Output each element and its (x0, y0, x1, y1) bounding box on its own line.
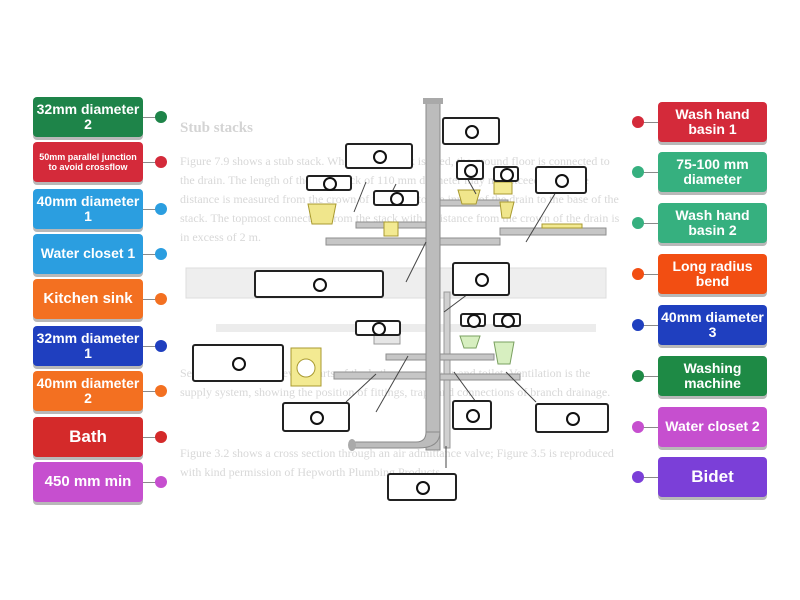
drop-box-ring-icon (373, 150, 387, 164)
drop-box-6[interactable] (306, 175, 352, 191)
drop-box-ring-icon (323, 177, 337, 191)
connector-line (143, 391, 161, 392)
drop-box-3[interactable] (456, 160, 484, 180)
drop-box-13[interactable] (192, 344, 284, 382)
drop-box-ring-icon (310, 411, 324, 425)
drop-box-ring-icon (313, 278, 327, 292)
drop-box-2[interactable] (345, 143, 413, 169)
label-chip-bidet[interactable]: Bidet (658, 457, 767, 497)
connector-dot[interactable] (632, 268, 644, 280)
connector-line (638, 223, 658, 224)
label-chip-wash-hand-basin-1[interactable]: Wash hand basin 1 (658, 102, 767, 142)
connector-dot[interactable] (632, 471, 644, 483)
connector-line (143, 117, 161, 118)
drop-box-ring-icon (500, 168, 514, 182)
connector-line (638, 477, 658, 478)
drop-box-ring-icon (390, 192, 404, 206)
label-chip-long-radius-bend[interactable]: Long radius bend (658, 254, 767, 294)
connector-dot[interactable] (632, 116, 644, 128)
label-chip-40mm-diameter-3[interactable]: 40mm diameter 3 (658, 305, 767, 345)
connector-dot[interactable] (155, 431, 167, 443)
connector-dot[interactable] (632, 217, 644, 229)
connector-line (638, 325, 658, 326)
connector-line (638, 274, 658, 275)
drop-box-9[interactable] (452, 262, 510, 296)
drop-box-ring-icon (566, 412, 580, 426)
connector-line (143, 254, 161, 255)
drop-box-ring-icon (501, 314, 515, 328)
drop-box-ring-icon (416, 481, 430, 495)
drop-box-10[interactable] (355, 320, 401, 336)
drop-box-4[interactable] (493, 166, 519, 182)
label-chip-32mm-diameter-1[interactable]: 32mm diameter 1 (33, 326, 143, 366)
background-heading: Stub stacks (180, 120, 253, 136)
connector-line (638, 427, 658, 428)
drop-box-14[interactable] (282, 402, 350, 432)
drop-box-1[interactable] (442, 117, 500, 145)
connector-line (143, 346, 161, 347)
background-paragraph-1: Figure 7.9 shows a stub stack. When a st… (180, 154, 620, 244)
connector-dot[interactable] (632, 421, 644, 433)
label-chip-50mm-parallel-junction[interactable]: 50mm parallel junction to avoid crossflo… (33, 142, 143, 182)
background-paragraph-3: Figure 3.2 shows a cross section through… (180, 446, 614, 479)
label-chip-kitchen-sink[interactable]: Kitchen sink (33, 279, 143, 319)
connector-line (143, 209, 161, 210)
connector-line (143, 437, 161, 438)
connector-line (143, 299, 161, 300)
connector-dot[interactable] (155, 385, 167, 397)
drop-box-11[interactable] (460, 313, 486, 328)
drop-box-15[interactable] (452, 400, 492, 430)
connector-dot[interactable] (155, 293, 167, 305)
connector-dot[interactable] (632, 166, 644, 178)
connector-dot[interactable] (155, 156, 167, 168)
drop-box-ring-icon (464, 164, 478, 178)
connector-line (143, 482, 161, 483)
label-chip-washing-machine[interactable]: Washing machine (658, 356, 767, 396)
label-chip-40mm-diameter-1[interactable]: 40mm diameter 1 (33, 189, 143, 229)
label-chip-450mm-min[interactable]: 450 mm min (33, 462, 143, 502)
drop-box-ring-icon (555, 174, 569, 188)
label-chip-75-100mm-diameter[interactable]: 75-100 mm diameter (658, 152, 767, 192)
connector-dot[interactable] (155, 248, 167, 260)
connector-dot[interactable] (632, 370, 644, 382)
drop-box-ring-icon (465, 125, 479, 139)
drop-box-ring-icon (372, 322, 386, 336)
connector-line (638, 172, 658, 173)
drop-box-ring-icon (466, 409, 480, 423)
connector-dot[interactable] (632, 319, 644, 331)
label-chip-wash-hand-basin-2[interactable]: Wash hand basin 2 (658, 203, 767, 243)
connector-line (638, 122, 658, 123)
drop-box-5[interactable] (535, 166, 587, 194)
drop-box-16[interactable] (535, 403, 609, 433)
label-chip-water-closet-2[interactable]: Water closet 2 (658, 407, 767, 447)
label-chip-water-closet-1[interactable]: Water closet 1 (33, 234, 143, 274)
connector-dot[interactable] (155, 476, 167, 488)
label-chip-bath[interactable]: Bath (33, 417, 143, 457)
drop-box-8[interactable] (254, 270, 384, 298)
drop-box-ring-icon (232, 357, 246, 371)
label-chip-32mm-diameter-2[interactable]: 32mm diameter 2 (33, 97, 143, 137)
drop-box-ring-icon (467, 314, 481, 328)
drop-box-17[interactable] (387, 473, 457, 501)
connector-line (143, 162, 161, 163)
connector-dot[interactable] (155, 340, 167, 352)
connector-line (638, 376, 658, 377)
drop-box-7[interactable] (373, 190, 419, 206)
connector-dot[interactable] (155, 111, 167, 123)
connector-dot[interactable] (155, 203, 167, 215)
label-chip-40mm-diameter-2[interactable]: 40mm diameter 2 (33, 371, 143, 411)
drop-box-ring-icon (475, 273, 489, 287)
drop-box-12[interactable] (493, 313, 521, 328)
